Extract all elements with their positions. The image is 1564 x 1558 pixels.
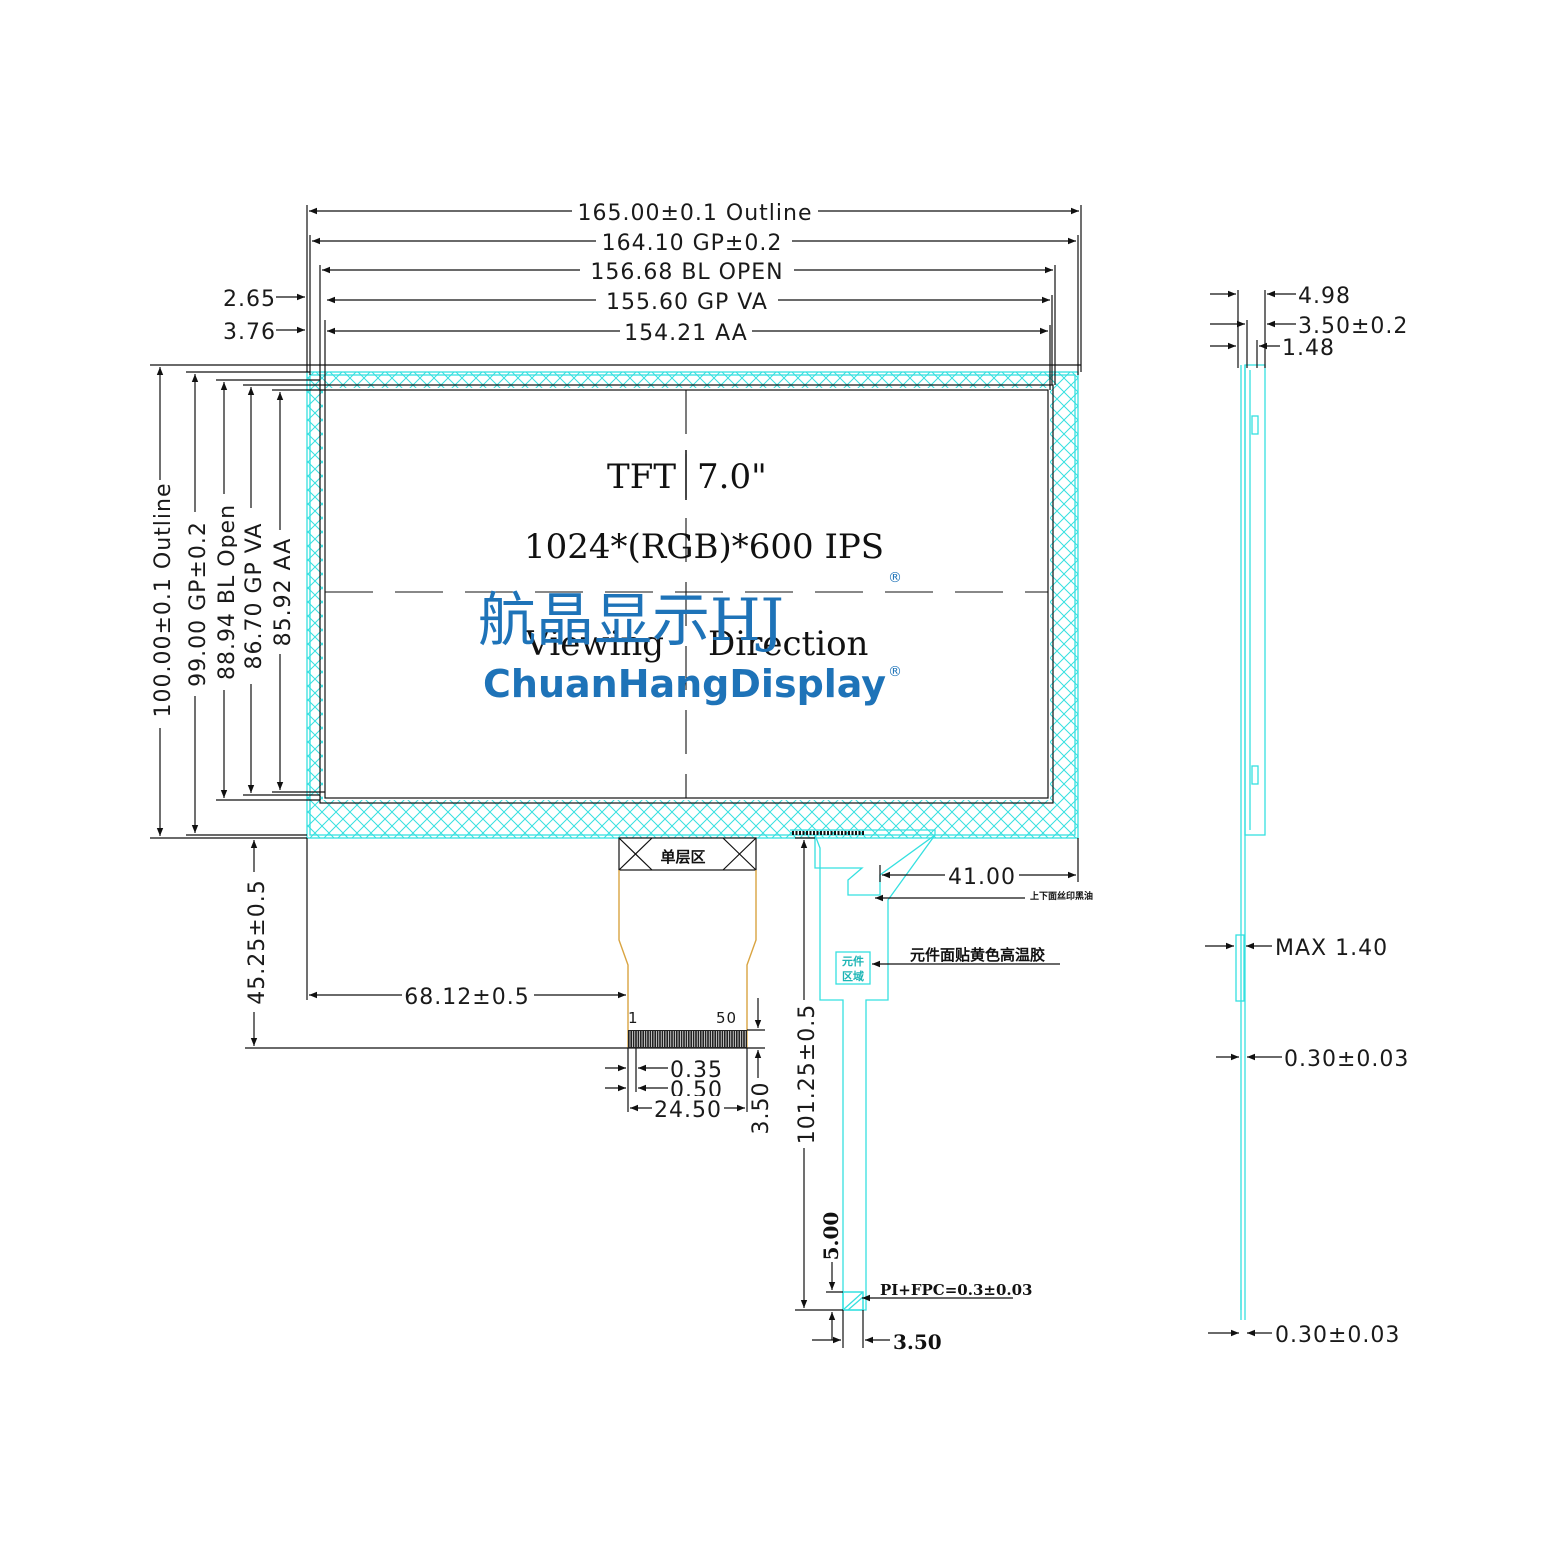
fpc-dimensions: 45.25±0.5 68.12±0.5 0.35 0.50 24.50 3.50	[240, 838, 774, 1134]
dim-fpc-offset-label: 68.12±0.5	[404, 985, 529, 1010]
dim-gp-va-label: 155.60 GP VA	[606, 290, 768, 315]
dim-outline-label: 165.00±0.1 Outline	[578, 201, 813, 226]
gp-va-frame	[319, 384, 1054, 804]
side-clip-bottom	[1251, 765, 1259, 785]
side-dim-fpc1-label: 0.30±0.03	[1284, 1047, 1409, 1072]
brand-registered-1: ®	[888, 570, 902, 586]
front-view: TFT 7.0" 1024*(RGB)*600 IPS Viewing Dire…	[306, 371, 1079, 839]
callouts: 上下面丝印黑油 元件面贴黄色高温胶 PI+FPC=0.3±0.03	[862, 890, 1093, 1302]
dim-offset-2-label: 3.76	[223, 320, 276, 345]
dim-v-outline-label: 100.00±0.1 Outline	[151, 483, 176, 718]
dim-tail-length-label: 101.25±0.5	[795, 1004, 820, 1144]
brand-registered-2: ®	[888, 664, 902, 680]
fpc-outline	[618, 870, 757, 1048]
panel-type-label: TFT	[607, 457, 676, 497]
side-clip-top	[1251, 415, 1259, 435]
component-zone-text-a: 元件	[842, 954, 864, 968]
pin-first-label: 1	[628, 1009, 639, 1027]
side-dim-component-label: MAX 1.40	[1275, 936, 1388, 961]
dim-v-bl-open-label: 88.94 BL Open	[215, 504, 240, 680]
direction-label: Direction	[708, 624, 868, 664]
side-module-body	[1244, 364, 1266, 836]
glue-note: 元件面贴黄色高温胶	[910, 946, 1045, 964]
viewing-label: Viewing	[524, 624, 664, 664]
dim-offset-1-label: 2.65	[223, 287, 276, 312]
dim-v-gp-label: 99.00 GP±0.2	[186, 521, 211, 687]
pin-last-label: 50	[716, 1009, 737, 1027]
component-zone-text-b: 区域	[842, 969, 864, 983]
single-layer-zone-label: 单层区	[660, 848, 705, 866]
dim-aa-label: 154.21 AA	[624, 321, 748, 346]
side-dim-fpc2-label: 0.30±0.03	[1275, 1323, 1400, 1348]
panel-resolution-label: 1024*(RGB)*600 IPS	[524, 527, 884, 567]
dim-v-gp-va-label: 86.70 GP VA	[242, 523, 267, 670]
dim-v-aa-label: 85.92 AA	[271, 538, 296, 647]
dim-tail-offset-label: 41.00	[948, 865, 1016, 890]
side-view: 4.98 3.50±0.2 1.48 MAX 1.40 0.30±0.03 0.…	[1205, 284, 1409, 1348]
dim-pitch-label: 0.35	[670, 1058, 723, 1083]
touch-tail-dimensions: 101.25±0.5 5.00 3.50 41.00	[790, 837, 1079, 1354]
side-dim-module-label: 3.50±0.2	[1298, 314, 1408, 339]
dim-bl-open-label: 156.68 BL OPEN	[590, 260, 783, 285]
glass-frame	[309, 374, 1076, 836]
fpc-main: 单层区 1 50	[618, 837, 757, 1049]
single-layer-zone-cross	[618, 837, 757, 871]
dim-fpc-height-label: 45.25±0.5	[245, 879, 270, 1004]
silkscreen-note: 上下面丝印黑油	[1030, 890, 1093, 902]
vertical-dimensions: 100.00±0.1 Outline 99.00 GP±0.2 88.94 BL…	[146, 364, 325, 839]
component-zone-box	[835, 951, 871, 985]
dim-tail-width-label: 3.50	[893, 1330, 942, 1354]
finger-gaps	[629, 1031, 746, 1047]
pi-fpc-note: PI+FPC=0.3±0.03	[880, 1281, 1033, 1299]
side-dim-glass-label: 1.48	[1282, 336, 1335, 361]
dim-finger-len-label: 3.50	[749, 1082, 774, 1135]
dim-fpc-width-label: 24.50	[654, 1098, 722, 1123]
dim-gp-label: 164.10 GP±0.2	[602, 231, 783, 256]
brand-english: ChuanHangDisplay	[483, 662, 886, 706]
side-dim-total-label: 4.98	[1298, 284, 1351, 309]
touch-fpc-end-hatch	[842, 1291, 864, 1311]
single-layer-zone	[618, 837, 757, 871]
panel-size-label: 7.0"	[697, 457, 767, 497]
side-component	[1235, 934, 1245, 1002]
dim-tail-end-label: 5.00	[819, 1212, 843, 1261]
horizontal-dimensions: 165.00±0.1 Outline 164.10 GP±0.2 156.68 …	[223, 199, 1082, 390]
brand-chinese: 航晶显示HJ	[478, 586, 784, 654]
